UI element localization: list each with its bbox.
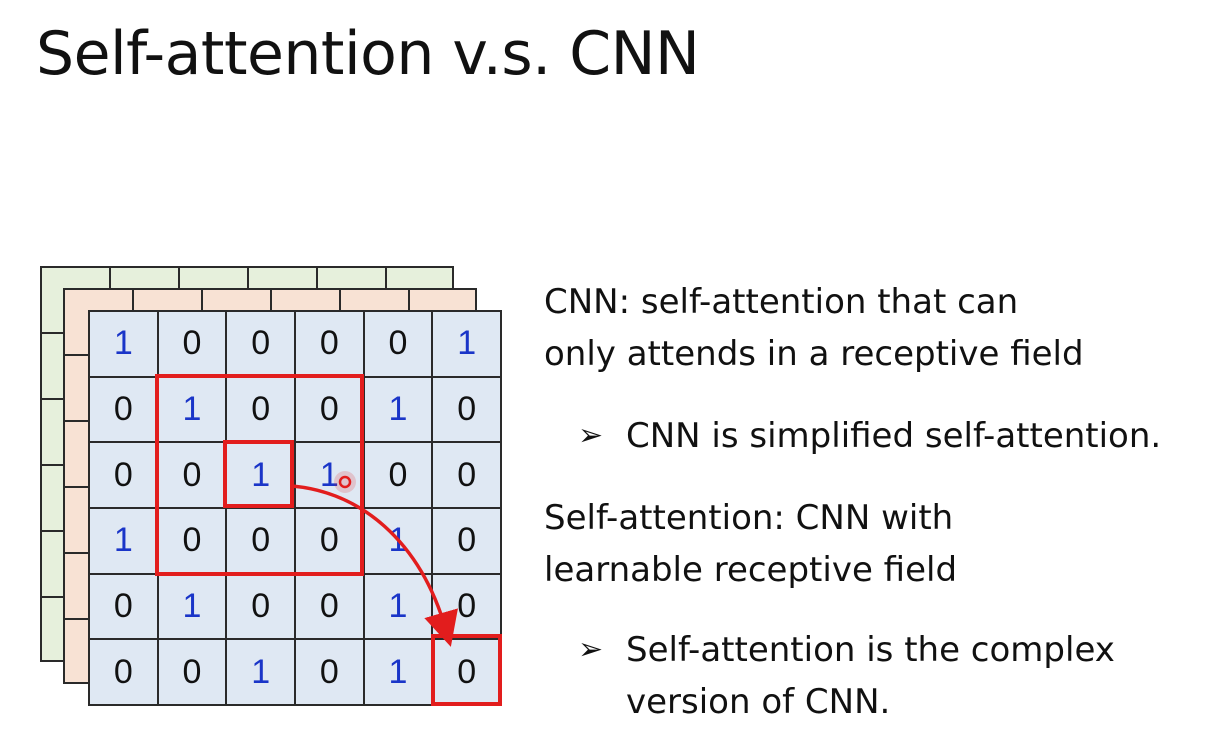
sa-line-2: learnable receptive field	[544, 550, 958, 590]
matrix-cell: 1	[433, 312, 502, 378]
matrix-cell: 0	[227, 508, 296, 575]
matrix-cell: 0	[295, 640, 365, 706]
matrix-cell: 0	[433, 574, 502, 641]
matrix-cell: 0	[158, 640, 228, 706]
matrix-cell: 1	[227, 443, 296, 509]
matrix-cell: 1	[227, 640, 296, 706]
cnn-line-2: only attends in a receptive field	[544, 334, 1084, 374]
self-attention-description: Self-attention: CNN with learnable recep…	[544, 492, 957, 596]
matrix-cell: 0	[433, 443, 502, 509]
matrix-cell: 0	[158, 443, 228, 509]
matrix-cell: 0	[158, 508, 228, 575]
matrix-cell: 1	[295, 443, 365, 509]
matrix-cell: 1	[158, 377, 228, 444]
matrix-cell: 1	[364, 508, 434, 575]
matrix-cell: 0	[90, 377, 159, 444]
matrix-cell: 0	[433, 377, 502, 444]
arrowhead-bullet-icon: ➢	[578, 418, 604, 453]
matrix-cell: 0	[364, 443, 434, 509]
bullet-2-line-2: version of CNN.	[626, 682, 891, 722]
matrix-cell: 0	[90, 443, 159, 509]
matrix-cell: 1	[158, 574, 228, 641]
matrix-cell: 0	[364, 312, 434, 378]
matrix-cell: 0	[295, 377, 365, 444]
matrix-cell: 1	[364, 640, 434, 706]
matrix-cell: 0	[227, 574, 296, 641]
sa-line-1: Self-attention: CNN with	[544, 498, 954, 538]
matrix-cell: 0	[158, 312, 228, 378]
matrix-cell: 1	[364, 574, 434, 641]
bullet-2-line-1: Self-attention is the complex	[626, 630, 1115, 670]
matrix-cell: 0	[295, 508, 365, 575]
bullet-2-text: Self-attention is the complex version of…	[626, 624, 1115, 728]
matrix-cell: 0	[295, 574, 365, 641]
cnn-line-1: CNN: self-attention that can	[544, 282, 1019, 322]
matrix-cell: 1	[90, 312, 159, 378]
cnn-description: CNN: self-attention that can only attend…	[544, 276, 1084, 380]
matrix-cell: 0	[433, 508, 502, 575]
matrix-cell: 1	[364, 377, 434, 444]
matrix-cell: 0	[90, 640, 159, 706]
bullet-cnn-simplified: ➢ CNN is simplified self-attention.	[578, 410, 1161, 462]
matrix-cell: 0	[227, 312, 296, 378]
slide-title: Self-attention v.s. CNN	[36, 19, 700, 89]
bullet-self-attention-complex: ➢ Self-attention is the complex version …	[578, 624, 1115, 728]
matrix-cell: 0	[227, 377, 296, 444]
matrix-cell: 0	[90, 574, 159, 641]
matrix-cell: 0	[295, 312, 365, 378]
matrix-cell: 0	[433, 640, 502, 706]
arrowhead-bullet-icon: ➢	[578, 632, 604, 667]
matrix-cell: 1	[90, 508, 159, 575]
bullet-1-text: CNN is simplified self-attention.	[626, 416, 1162, 456]
